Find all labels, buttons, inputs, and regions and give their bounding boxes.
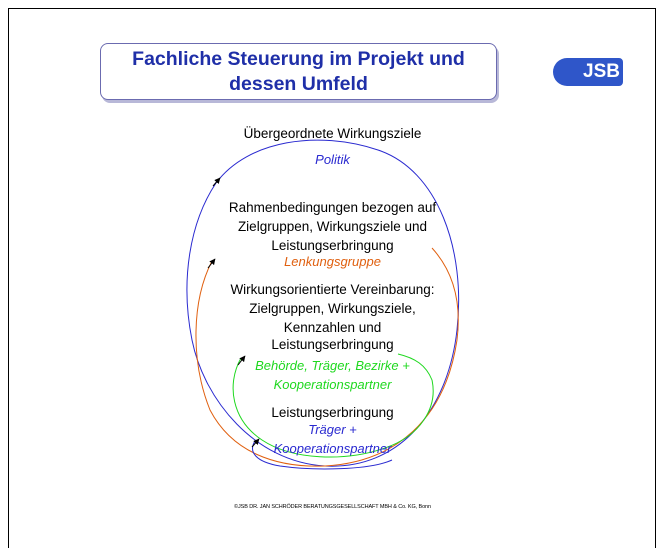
level-2-actor: Lenkungsgruppe bbox=[284, 254, 381, 269]
level-4-actor-line-2: Kooperationspartner bbox=[273, 441, 392, 456]
level-2-heading-line-3: Leistungserbringung bbox=[271, 238, 394, 253]
level-3-actor-line-2: Kooperationspartner bbox=[273, 377, 392, 392]
cycle-behoerde bbox=[232, 353, 434, 458]
level-1-actor: Politik bbox=[315, 152, 350, 167]
cycle-traeger bbox=[252, 440, 393, 470]
level-1-heading: Übergeordnete Wirkungsziele bbox=[243, 126, 422, 141]
slide-frame bbox=[8, 8, 656, 548]
copyright-notice: ©JSB DR. JAN SCHRÖDER BERATUNGSGESELLSCH… bbox=[234, 504, 431, 510]
level-3-actor-line-1: Behörde, Träger, Bezirke + bbox=[255, 358, 410, 373]
level-4-heading: Leistungserbringung bbox=[271, 405, 394, 420]
level-4-actor-line-1: Träger + bbox=[308, 422, 357, 437]
cycle-lenkungsgruppe bbox=[195, 247, 459, 467]
level-2-heading-line-2: Zielgruppen, Wirkungsziele und bbox=[237, 219, 428, 234]
level-3-heading-line-3: Kennzahlen und bbox=[283, 320, 382, 335]
steering-cycle-diagram bbox=[186, 139, 460, 470]
slide-title: Fachliche Steuerung im Projekt und desse… bbox=[100, 43, 497, 100]
jsb-logo: JSB bbox=[553, 58, 623, 86]
title-line-1: Fachliche Steuerung im Projekt und bbox=[132, 47, 465, 70]
level-3-heading-line-4: Leistungserbringung bbox=[271, 337, 394, 352]
arrow-2 bbox=[207, 258, 216, 269]
level-3-heading-line-2: Zielgruppen, Wirkungsziele, bbox=[249, 301, 416, 316]
arrow-1 bbox=[212, 177, 221, 187]
title-line-2: dessen Umfeld bbox=[229, 72, 368, 95]
level-2-heading-line-1: Rahmenbedingungen bezogen auf bbox=[228, 200, 437, 215]
arrow-3 bbox=[237, 355, 246, 366]
level-3-heading-line-1: Wirkungsorientierte Vereinbarung: bbox=[230, 282, 435, 297]
arrow-4 bbox=[251, 438, 260, 448]
